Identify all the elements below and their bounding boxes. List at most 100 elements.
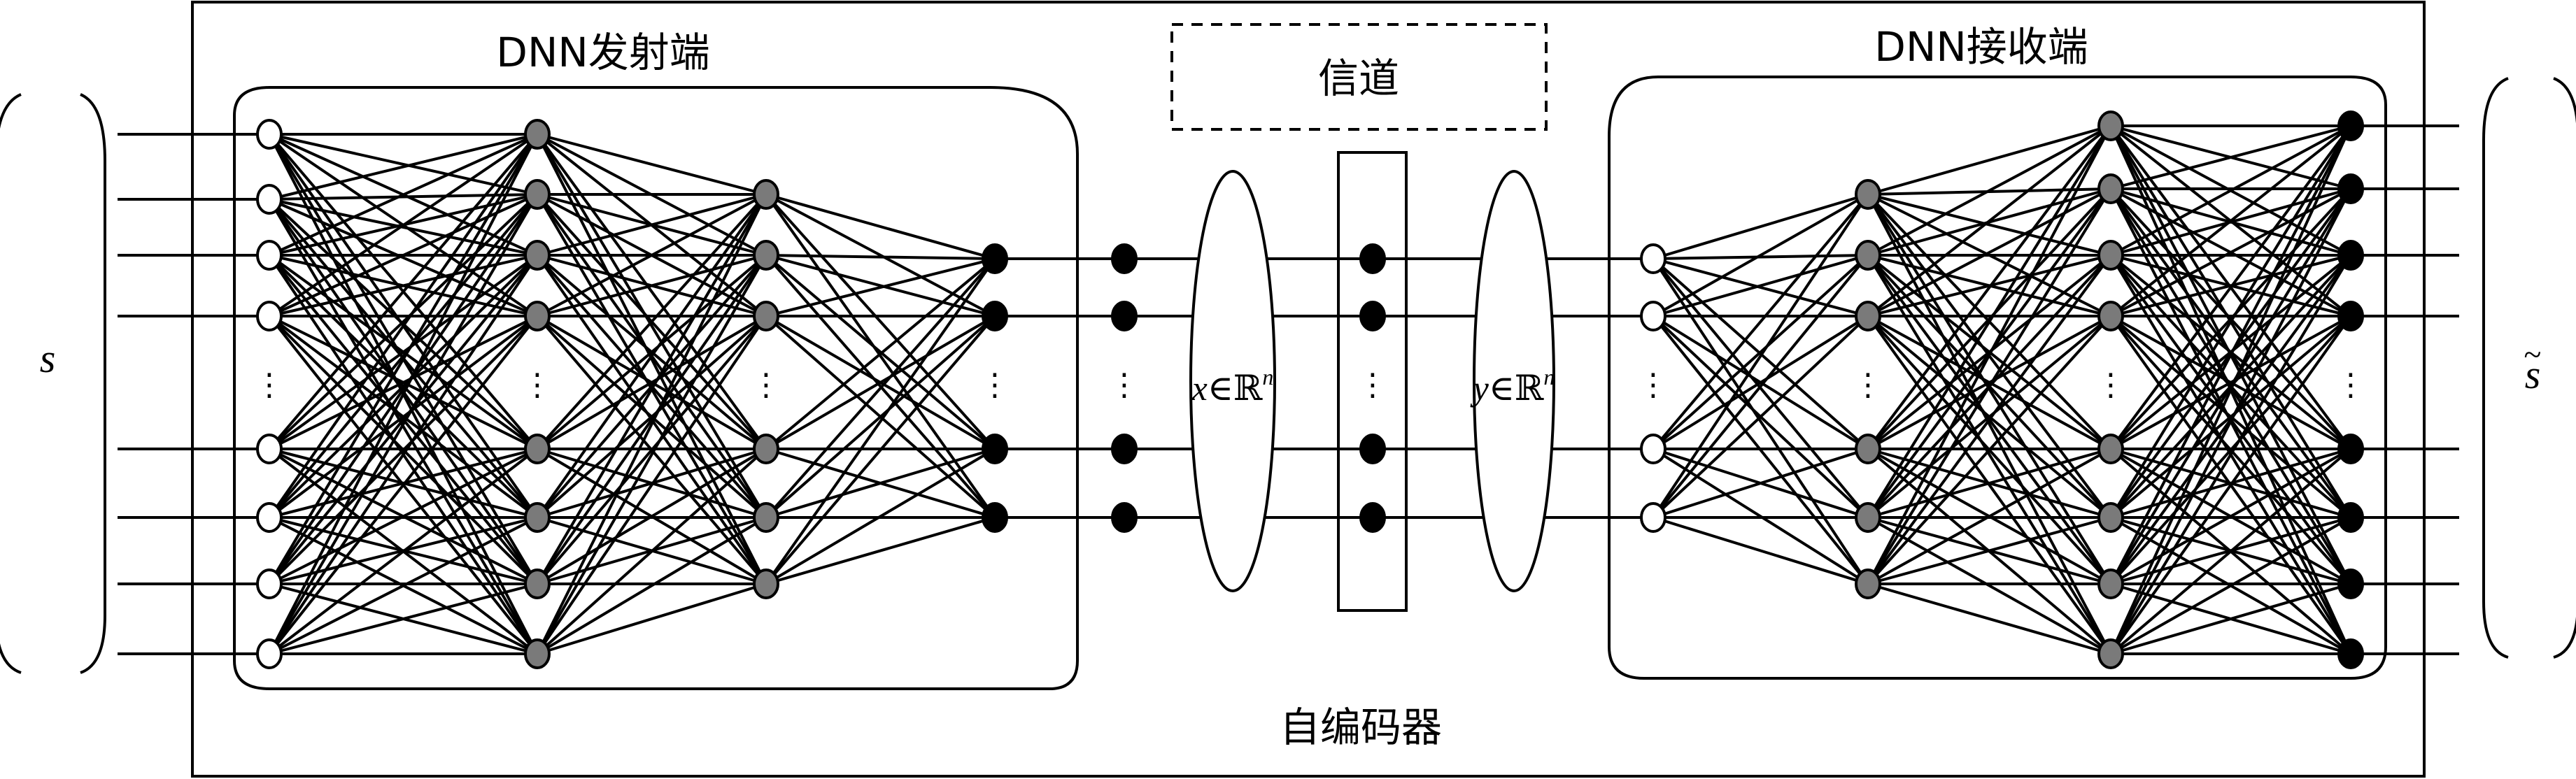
- connection-edge: [1867, 315, 2111, 450]
- output-symbol: s: [2525, 352, 2541, 397]
- connection-edge: [268, 254, 539, 655]
- connection-edge: [765, 193, 996, 260]
- connection-edge: [268, 315, 539, 585]
- connection-edge: [268, 254, 539, 450]
- neuron-node: [753, 301, 779, 331]
- neuron-node: [1111, 502, 1138, 533]
- connection-edge: [2110, 583, 2351, 655]
- connection-edge: [765, 448, 996, 585]
- connection-edge: [1867, 124, 2112, 317]
- ellipsis-marker: ⋮: [522, 367, 553, 403]
- connection-edge: [268, 193, 539, 519]
- ellipsis-markers: ⋮⋮⋮⋮⋮⋮⋮⋮⋮⋮: [254, 367, 2366, 403]
- neuron-node: [256, 301, 283, 331]
- connection-edge: [269, 516, 538, 655]
- network-nodes: [256, 110, 2364, 669]
- connection-edge: [268, 315, 539, 519]
- connection-edge: [2109, 187, 2352, 585]
- neuron-node: [1640, 434, 1666, 464]
- neuron-node: [2097, 240, 2124, 271]
- neuron-node: [2097, 638, 2124, 669]
- neuron-node: [524, 119, 551, 150]
- connection-edge: [2109, 124, 2352, 317]
- channel-box: [1170, 23, 1548, 131]
- connection-edge: [269, 198, 538, 257]
- connection-edge: [1652, 254, 1869, 450]
- x-dim: n: [1262, 364, 1273, 390]
- connection-edge: [1867, 315, 2112, 585]
- connection-edge: [765, 254, 996, 317]
- connection-edge: [1652, 193, 1869, 450]
- connection-edge: [2109, 124, 2352, 519]
- connection-edge: [537, 254, 767, 317]
- connection-edge: [1652, 193, 1869, 519]
- ellipsis-marker: ⋮: [1357, 367, 1388, 403]
- network-connections: [118, 124, 2459, 655]
- connection-edge: [1652, 315, 1869, 519]
- connection-edge: [765, 448, 996, 519]
- autoencoder-label: 自编码器: [1280, 703, 1442, 751]
- channel-label: 信道: [1318, 55, 1399, 102]
- connection-edge: [1652, 315, 1869, 450]
- ellipsis-marker: ⋮: [2335, 367, 2366, 403]
- connection-edge: [2109, 124, 2352, 450]
- connection-edge: [536, 254, 767, 519]
- connection-edge: [268, 133, 539, 450]
- connection-edge: [536, 315, 767, 585]
- neuron-node: [1855, 301, 1881, 331]
- y-dim: n: [1543, 364, 1555, 390]
- connection-edge: [2109, 254, 2352, 655]
- connection-edge: [536, 193, 767, 519]
- connection-edge: [765, 193, 996, 317]
- connection-edge: [765, 257, 996, 450]
- connection-edge: [1867, 187, 2111, 317]
- connection-edge: [765, 315, 996, 450]
- y-ellipse: [1473, 170, 1555, 592]
- ellipsis-marker: ⋮: [1109, 367, 1140, 403]
- connection-edge: [2109, 315, 2352, 655]
- receiver-box: [1608, 76, 2387, 680]
- connection-edge: [1867, 315, 2112, 655]
- connection-edge: [536, 448, 767, 655]
- connection-edge: [2110, 124, 2351, 257]
- connection-edge: [1653, 448, 1869, 519]
- neuron-node: [753, 569, 779, 599]
- ellipsis-marker: ⋮: [254, 367, 285, 403]
- connection-edge: [268, 133, 539, 317]
- connection-edge: [269, 133, 538, 201]
- neuron-node: [982, 434, 1008, 464]
- neuron-node: [753, 179, 779, 210]
- connection-edge: [268, 133, 539, 585]
- connection-edge: [2109, 315, 2352, 519]
- connection-edge: [1867, 125, 2112, 585]
- neuron-node: [256, 184, 283, 215]
- neuron-node: [2097, 569, 2124, 599]
- connection-edge: [536, 193, 767, 585]
- connection-edge: [268, 254, 539, 519]
- ellipsis-marker: ⋮: [1853, 367, 1883, 403]
- connection-edge: [1867, 124, 2112, 519]
- connection-edge: [2110, 315, 2351, 450]
- input-symbol: s: [40, 336, 56, 381]
- y-var: y: [1470, 369, 1489, 408]
- transmitter-label: DNN发射端: [496, 29, 709, 76]
- output-tilde: ~: [2524, 336, 2542, 372]
- connection-edge: [1653, 516, 1869, 585]
- connection-edge: [765, 254, 996, 260]
- connection-edge: [765, 193, 996, 519]
- x-var: x: [1191, 369, 1208, 408]
- connection-edge: [536, 255, 767, 655]
- neuron-node: [2337, 173, 2364, 204]
- connection-edge: [765, 516, 996, 585]
- connection-edge: [1867, 124, 2112, 450]
- connection-edge: [1867, 187, 2112, 450]
- connection-edge: [1653, 193, 1869, 260]
- connection-edge: [1867, 516, 2111, 585]
- neuron-node: [2097, 301, 2124, 331]
- neuron-node: [1111, 301, 1138, 331]
- connection-edge: [536, 516, 767, 655]
- connection-edge: [269, 133, 538, 257]
- x-variable-label: x∈ℝn: [1191, 364, 1274, 408]
- connection-edge: [2110, 124, 2351, 190]
- receiver-label: DNN接收端: [1874, 23, 2088, 71]
